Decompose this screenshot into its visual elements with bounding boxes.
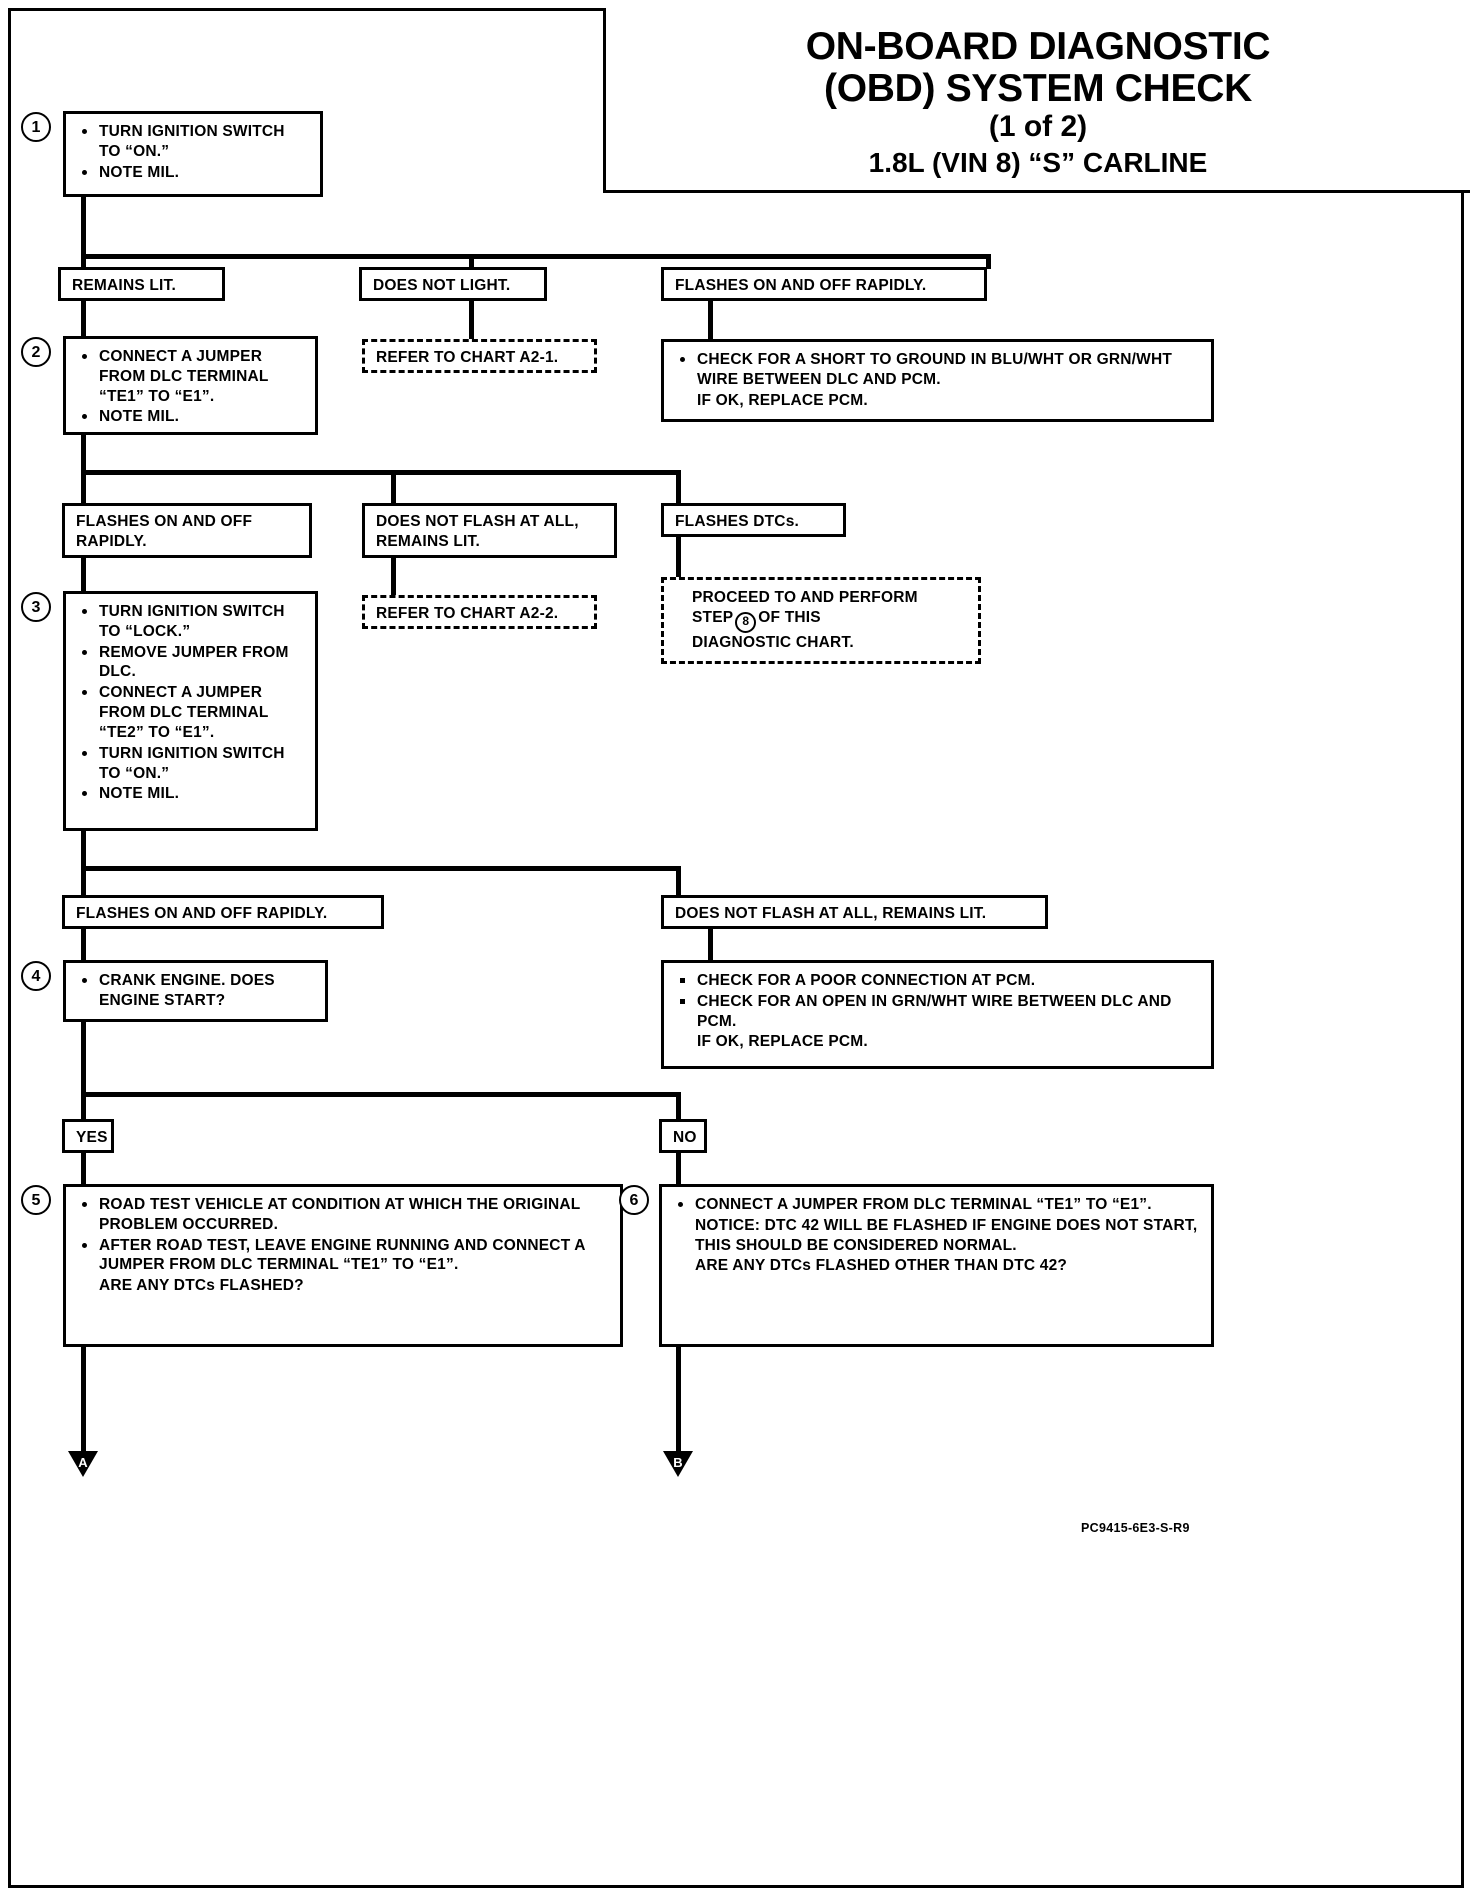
step-3-item-4: TURN IGNITION SWITCH TO “ON.” <box>78 744 305 784</box>
step-6-number: 6 <box>619 1185 649 1215</box>
step-6-item-1: CONNECT A JUMPER FROM DLC TERMINAL “TE1”… <box>674 1195 1201 1215</box>
step-3-item-3: CONNECT A JUMPER FROM DLC TERMINAL “TE2”… <box>78 683 305 742</box>
connector-branch1-mid <box>469 254 474 269</box>
connector-branch4-no <box>676 1092 681 1120</box>
branch-flashes-rapidly-1: FLASHES ON AND OFF RAPIDLY. <box>661 267 987 301</box>
connector-branch3-right <box>676 866 681 899</box>
step-5-number: 5 <box>21 1185 51 1215</box>
connector-bus-4 <box>81 1092 681 1097</box>
connector-bus-3 <box>81 866 681 871</box>
connector-bus-2 <box>81 470 681 475</box>
connector-step5-tail <box>81 1347 86 1457</box>
branch-does-not-flash-remains-lit-2: DOES NOT FLASH AT ALL, REMAINS LIT. <box>661 895 1048 929</box>
step-4-number: 4 <box>21 961 51 991</box>
step-4-box: CRANK ENGINE. DOES ENGINE START? <box>63 960 328 1022</box>
footer-part-code: PC9415-6E3-S-R9 <box>1081 1521 1190 1535</box>
connector-step1-stem <box>81 197 86 259</box>
connector-bus-1 <box>81 254 991 259</box>
step-6-item-3: ARE ANY DTCs FLASHED OTHER THAN DTC 42? <box>695 1257 1068 1275</box>
connector-branch4-yes <box>81 1092 86 1120</box>
title-line-2: (OBD) SYSTEM CHECK <box>824 66 1252 110</box>
branch-flashes-dtcs: FLASHES DTCs. <box>661 503 846 537</box>
refer-chart-a2-2-box: REFER TO CHART A2-2. <box>362 595 597 629</box>
branch-yes: YES <box>62 1119 114 1153</box>
connector-branch2-mid <box>391 470 396 504</box>
step-1-item-1: TURN IGNITION SWITCH TO “ON.” <box>78 122 310 162</box>
proceed-of-this: OF THIS <box>758 608 821 626</box>
connector-branch1-left <box>81 254 86 269</box>
connector-right3-to-poorconn <box>708 929 713 961</box>
check-poor-connection-box: CHECK FOR A POOR CONNECTION AT PCM. CHEC… <box>661 960 1214 1069</box>
step-3-item-5: NOTE MIL. <box>78 784 305 804</box>
branch-flashes-rapidly-2: FLASHES ON AND OFF RAPIDLY. <box>62 503 312 558</box>
connector-dtcs-to-proceed <box>676 537 681 579</box>
connector-branch2-right <box>676 470 681 504</box>
poor-connection-item-1: CHECK FOR A POOR CONNECTION AT PCM. <box>676 971 1201 991</box>
title-line-3: (1 of 2) <box>988 110 1088 144</box>
poor-connection-item-2: CHECK FOR AN OPEN IN GRN/WHT WIRE BETWEE… <box>676 992 1201 1032</box>
check-short-to-ground-box: CHECK FOR A SHORT TO GROUND IN BLU/WHT O… <box>661 339 1214 422</box>
title-block: ON-BOARD DIAGNOSTIC (OBD) SYSTEM CHECK (… <box>603 8 1470 193</box>
connector-left2-to-step3 <box>81 558 86 591</box>
proceed-line-3: DIAGNOSTIC CHART. <box>692 633 854 651</box>
connector-yes-to-step5 <box>81 1153 86 1185</box>
connector-step6-tail <box>676 1347 681 1457</box>
branch-does-not-flash-remains-lit-1: DOES NOT FLASH AT ALL, REMAINS LIT. <box>362 503 617 558</box>
step-3-item-2: REMOVE JUMPER FROM DLC. <box>78 643 305 683</box>
connector-step4-stem <box>81 1022 86 1097</box>
branch-no: NO <box>659 1119 707 1153</box>
connector-left3-to-step4 <box>81 929 86 961</box>
poor-connection-item-3: IF OK, REPLACE PCM. <box>697 1033 868 1051</box>
step-3-box: TURN IGNITION SWITCH TO “LOCK.” REMOVE J… <box>63 591 318 831</box>
step-2-item-2: NOTE MIL. <box>78 407 305 427</box>
step-2-item-1: CONNECT A JUMPER FROM DLC TERMINAL “TE1”… <box>78 347 305 406</box>
connector-b-arrow <box>663 1451 693 1477</box>
flowchart-canvas: ON-BOARD DIAGNOSTIC (OBD) SYSTEM CHECK (… <box>11 8 1470 1885</box>
connector-a-label: A <box>78 1455 88 1470</box>
connector-branch2-left <box>81 470 86 504</box>
step-5-item-3: ARE ANY DTCs FLASHED? <box>99 1277 304 1295</box>
connector-branch3-left <box>81 866 86 899</box>
short-to-ground-item-2: IF OK, REPLACE PCM. <box>697 391 868 409</box>
proceed-line-1: PROCEED TO AND PERFORM <box>692 589 918 606</box>
step-1-box: TURN IGNITION SWITCH TO “ON.” NOTE MIL. <box>63 111 323 197</box>
step-5-item-1: ROAD TEST VEHICLE AT CONDITION AT WHICH … <box>78 1195 610 1235</box>
connector-right-to-short <box>708 301 713 339</box>
connector-mid2-to-a22 <box>391 558 396 596</box>
step-3-item-1: TURN IGNITION SWITCH TO “LOCK.” <box>78 602 305 642</box>
step-6-box: CONNECT A JUMPER FROM DLC TERMINAL “TE1”… <box>659 1184 1214 1347</box>
refer-chart-a2-1-box: REFER TO CHART A2-1. <box>362 339 597 373</box>
connector-step3-stem <box>81 831 86 871</box>
step-2-box: CONNECT A JUMPER FROM DLC TERMINAL “TE1”… <box>63 336 318 435</box>
connector-step2-stem <box>81 435 86 475</box>
step-2-number: 2 <box>21 337 51 367</box>
step-6-item-2: NOTICE: DTC 42 WILL BE FLASHED IF ENGINE… <box>695 1216 1198 1254</box>
connector-left-to-step2 <box>81 301 86 339</box>
title-line-1: ON-BOARD DIAGNOSTIC <box>805 25 1271 68</box>
step-5-item-2: AFTER ROAD TEST, LEAVE ENGINE RUNNING AN… <box>78 1236 610 1276</box>
connector-mid-to-a21 <box>469 301 474 339</box>
step-8-circle-number: 8 <box>735 611 757 633</box>
step-1-item-2: NOTE MIL. <box>78 163 310 183</box>
connector-b-label: B <box>673 1455 683 1470</box>
short-to-ground-item-1: CHECK FOR A SHORT TO GROUND IN BLU/WHT O… <box>676 350 1201 390</box>
branch-remains-lit: REMAINS LIT. <box>58 267 225 301</box>
chart-page: ON-BOARD DIAGNOSTIC (OBD) SYSTEM CHECK (… <box>8 8 1470 1888</box>
branch-flashes-rapidly-3: FLASHES ON AND OFF RAPIDLY. <box>62 895 384 929</box>
connector-no-to-step6 <box>676 1153 681 1185</box>
connector-a-arrow <box>68 1451 98 1477</box>
connector-branch1-right <box>986 254 991 269</box>
step-5-box: ROAD TEST VEHICLE AT CONDITION AT WHICH … <box>63 1184 623 1347</box>
branch-does-not-light: DOES NOT LIGHT. <box>359 267 547 301</box>
proceed-step-word: STEP <box>692 608 734 626</box>
step-3-number: 3 <box>21 592 51 622</box>
step-4-item-1: CRANK ENGINE. DOES ENGINE START? <box>78 971 315 1011</box>
step-1-number: 1 <box>21 112 51 142</box>
title-line-4: 1.8L (VIN 8) “S” CARLINE <box>868 146 1208 178</box>
